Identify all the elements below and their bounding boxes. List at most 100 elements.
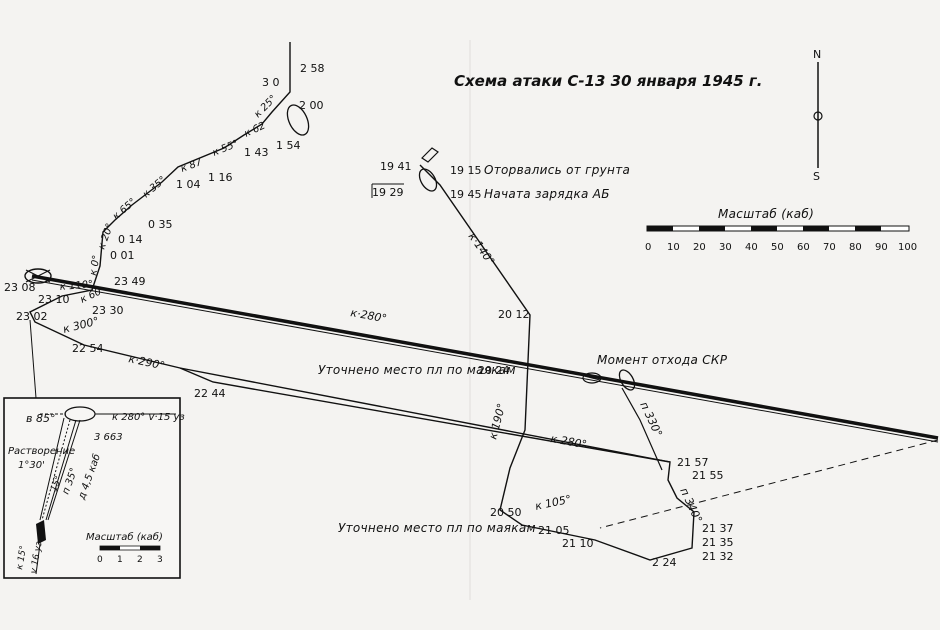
time-label: 23 08 — [4, 281, 36, 294]
time-label: 20 24 — [478, 364, 510, 377]
time-label: 22 44 — [194, 387, 226, 400]
time-label: 1 04 — [176, 178, 201, 191]
inset-torpedo-no: 3 663 — [94, 432, 123, 443]
course-label: к 190° — [486, 402, 508, 441]
time-label: 2 00 — [299, 99, 324, 112]
compass-south: S — [813, 170, 820, 183]
scale-tick: 20 — [693, 242, 706, 253]
course-label: п 330° — [637, 400, 664, 439]
time-label: 23 02 — [16, 310, 48, 323]
submarine-icon — [421, 147, 439, 163]
inset-k15: к 15° — [15, 545, 29, 571]
time-label: 21 35 — [702, 536, 734, 549]
caption-escort-leave: Момент отхода СКР — [597, 353, 728, 367]
time-label: 1 16 — [208, 171, 233, 184]
inset-spread-value: 1°30' — [18, 460, 45, 471]
inset-course: к 280° v·15 уз — [112, 412, 185, 423]
time-label: 23 10 — [38, 293, 70, 306]
course-label: к 55° — [211, 138, 240, 158]
scale-tick: 60 — [797, 242, 810, 253]
time-label: 21 57 — [677, 456, 709, 469]
time-label: 19 15 — [450, 164, 482, 177]
target-track — [31, 274, 939, 529]
scale-tick: 30 — [719, 242, 732, 253]
scale-tick: 100 — [898, 242, 917, 253]
time-label: 21 10 — [562, 537, 594, 550]
submarine-icon — [286, 104, 310, 136]
time-label: 2 58 — [300, 62, 325, 75]
time-label: 0 14 — [118, 233, 143, 246]
escort-track-dashed — [599, 439, 939, 529]
scale-tick: 70 — [823, 242, 836, 253]
time-label: 21 05 — [538, 524, 570, 537]
time-label: 23 30 — [92, 304, 124, 317]
time-label: 1 43 — [244, 146, 269, 159]
submarine-icon — [36, 520, 46, 544]
inset-diagram: в 85° к 280° v·15 уз 3 663 п 35° д 4,5 к… — [3, 397, 185, 579]
inset-scale-tick: 2 — [137, 555, 143, 565]
course-label: к 87 — [179, 157, 204, 175]
scale-tick: 0 — [645, 242, 651, 253]
scale-tick: 10 — [667, 242, 680, 253]
inset-frame — [3, 397, 181, 579]
scale-title: Масштаб (каб) — [718, 207, 814, 221]
scale-bar: Масштаб (каб) 0 10 20 30 40 50 60 70 80 … — [645, 207, 917, 253]
course-label: п 340° — [677, 486, 704, 525]
inset-connector — [29, 319, 37, 399]
scale-tick: 90 — [875, 242, 888, 253]
inset-label-b: в 85° — [26, 412, 55, 425]
course-label: к 35° — [141, 175, 169, 201]
course-label: к·280° — [349, 306, 387, 325]
scale-tick: 80 — [849, 242, 862, 253]
time-label: 23 49 — [114, 275, 146, 288]
course-label: к 110° — [59, 279, 93, 293]
course-label: к·290° — [127, 352, 166, 372]
time-label: 0 35 — [148, 218, 173, 231]
course-label: к 25° — [252, 93, 279, 120]
time-label: 19 45 — [450, 188, 482, 201]
inset-scale-tick: 0 — [97, 555, 103, 565]
caption-fix-top: Уточнено место пл по маякам — [318, 363, 516, 377]
submarine-symbols — [24, 104, 636, 391]
scale-tick: 40 — [745, 242, 758, 253]
caption-charging: Начата зарядка АБ — [484, 187, 610, 201]
target-ship-icon — [582, 372, 602, 384]
inset-scale-title: Масштаб (каб) — [86, 531, 163, 543]
inset-spread-title: Растворение — [8, 446, 75, 457]
time-label: 21 37 — [702, 522, 734, 535]
course-label: к 105° — [534, 493, 573, 513]
map-title: Схема атаки С-13 30 января 1945 г. — [454, 72, 762, 90]
submarine-track — [29, 42, 695, 561]
time-label: 20 50 — [490, 506, 522, 519]
compass: N S — [813, 48, 823, 183]
time-label: 21 32 — [702, 550, 734, 563]
time-label: 22 54 — [72, 342, 104, 355]
time-label: 21 55 — [692, 469, 724, 482]
course-label: к 20° — [96, 222, 116, 251]
course-label: к 0° — [88, 254, 102, 276]
course-label: к 280° — [549, 432, 587, 451]
inset-scale-tick: 3 — [157, 555, 163, 565]
course-label: к 65° — [111, 197, 139, 223]
time-label: 1 54 — [276, 139, 301, 152]
caption-lifted: Оторвались от грунта — [484, 163, 630, 177]
time-label: 20 12 — [498, 308, 530, 321]
inset-scale-tick: 1 — [117, 555, 123, 565]
time-label: 2 24 — [652, 556, 677, 569]
time-label: 0 01 — [110, 249, 135, 262]
time-label: 19 41 — [380, 160, 412, 173]
scale-tick: 50 — [771, 242, 784, 253]
time-label: 3 0 — [262, 76, 280, 89]
track-280 — [179, 367, 671, 463]
course-label: к 300° — [62, 314, 101, 335]
escort-ship-icon — [618, 369, 636, 391]
compass-north: N — [813, 48, 821, 61]
caption-fix-bottom: Уточнено место пл по маякам — [338, 521, 536, 535]
submarine-icon — [418, 168, 438, 192]
time-label: 19 29 — [372, 186, 404, 199]
escort-track — [621, 387, 663, 471]
course-label: к 62 — [243, 120, 268, 139]
convoy-ship-icon — [24, 268, 52, 284]
